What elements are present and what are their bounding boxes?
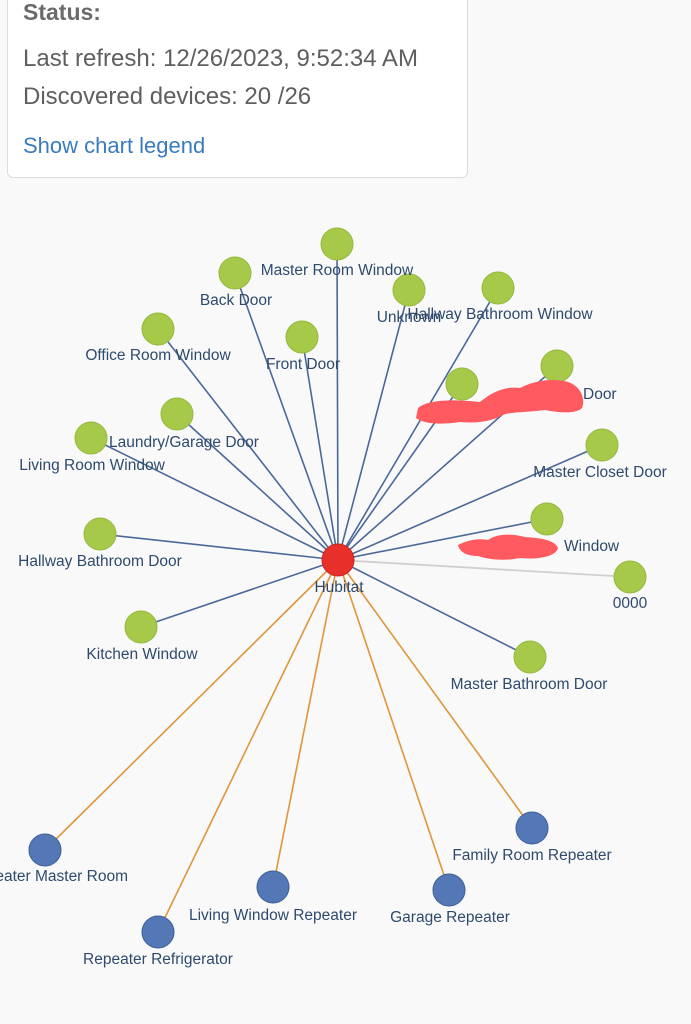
- link-line: [337, 289, 410, 561]
- redaction-marks: [416, 380, 584, 560]
- sensor-node[interactable]: [445, 367, 479, 401]
- sensor-node[interactable]: [141, 312, 175, 346]
- node-label: Office Room Window: [85, 347, 231, 364]
- link-line: [337, 559, 631, 578]
- node-label: Master Room Window: [261, 262, 414, 279]
- sensor-node[interactable]: [160, 397, 194, 431]
- node-label: Repeater Master Room: [0, 868, 128, 885]
- redaction-scribble: [416, 380, 584, 424]
- hub-label: Hubitat: [314, 579, 364, 596]
- node-label: Repeater Refrigerator: [83, 951, 233, 968]
- sensor-node[interactable]: [540, 349, 574, 383]
- sensor-node[interactable]: [392, 273, 426, 307]
- sensor-node[interactable]: [585, 428, 619, 462]
- link-line: [301, 336, 339, 561]
- sensor-node[interactable]: [124, 610, 158, 644]
- link-line: [99, 533, 339, 561]
- sensor-node[interactable]: [513, 640, 547, 674]
- sensor-node[interactable]: [218, 256, 252, 290]
- discovered-devices-text: Discovered devices: 20 /26: [23, 83, 312, 110]
- show-chart-legend-link[interactable]: Show chart legend: [23, 133, 206, 158]
- sensor-node[interactable]: [74, 421, 108, 455]
- link-line: [337, 559, 533, 829]
- link-line: [337, 559, 531, 658]
- link-line: [44, 559, 339, 851]
- node-label: Front Door: [266, 356, 340, 373]
- link-line: [272, 559, 339, 888]
- node-label: Unknown: [377, 309, 442, 326]
- graph-links: [44, 243, 631, 933]
- link-line: [337, 444, 603, 561]
- last-refresh-text: Last refresh: 12/26/2023, 9:52:34 AM: [23, 45, 418, 72]
- node-label: Back Door: [200, 292, 272, 309]
- link-line: [176, 413, 339, 561]
- link-line: [140, 559, 339, 628]
- node-label: Family Room Repeater: [452, 847, 611, 864]
- link-line: [234, 272, 339, 561]
- graph-nodes: [28, 227, 647, 949]
- redaction-scribble: [458, 534, 558, 560]
- node-label: Master Bathroom Door: [451, 676, 608, 693]
- repeater-node[interactable]: [515, 811, 549, 845]
- link-line: [337, 518, 548, 561]
- repeater-node[interactable]: [256, 870, 290, 904]
- status-title: Status:: [23, 0, 101, 25]
- node-label: Garage Repeater: [390, 909, 510, 926]
- link-line: [90, 437, 339, 561]
- link-line: [337, 287, 499, 561]
- node-label: Living Room Window: [19, 457, 165, 474]
- node-label: Kitchen Window: [86, 646, 198, 663]
- sensor-node[interactable]: [613, 560, 647, 594]
- hub-node[interactable]: [321, 543, 355, 577]
- node-label: Master Closet Door: [533, 464, 667, 481]
- node-label: 0000: [613, 595, 648, 612]
- link-line: [337, 559, 450, 891]
- sensor-node[interactable]: [83, 517, 117, 551]
- repeater-node[interactable]: [141, 915, 175, 949]
- link-line: [336, 243, 339, 561]
- sensor-node[interactable]: [285, 320, 319, 354]
- link-line: [157, 559, 339, 933]
- node-label: Living Window Repeater: [189, 907, 357, 924]
- repeater-node[interactable]: [28, 833, 62, 867]
- status-card: Status: Last refresh: 12/26/2023, 9:52:3…: [7, 0, 468, 178]
- node-label: Hallway Bathroom Door: [18, 553, 182, 570]
- sensor-node[interactable]: [530, 502, 564, 536]
- link-line: [157, 328, 339, 561]
- node-label: Laundry/Garage Door: [109, 434, 259, 451]
- sensor-node[interactable]: [481, 271, 515, 305]
- repeater-node[interactable]: [432, 873, 466, 907]
- node-label: Window: [564, 538, 620, 555]
- node-label: Hallway Bathroom Window: [407, 306, 593, 323]
- sensor-node[interactable]: [320, 227, 354, 261]
- node-label: Door: [583, 386, 617, 403]
